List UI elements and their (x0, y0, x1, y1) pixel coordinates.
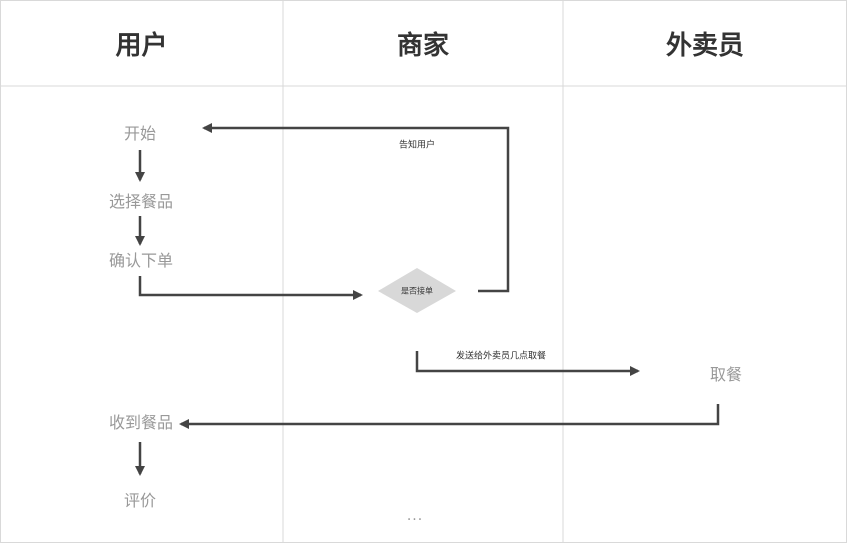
step-start: 开始 (123, 124, 157, 143)
step-pickup: 取餐 (709, 365, 743, 384)
lane-header-user: 用户 (115, 30, 168, 61)
edge-label-send-courier: 发送给外卖员几点取餐 (455, 351, 547, 362)
continuation-ellipsis: ... (406, 508, 424, 524)
step-confirm: 确认下单 (108, 251, 174, 270)
edge-label-notify-user: 告知用户 (398, 140, 436, 151)
arrow-send-courier-to-pickup (415, 351, 640, 376)
decision-diamond (378, 268, 456, 313)
lane-header-courier: 外卖员 (665, 30, 744, 61)
arrow-decision-notify-user (202, 123, 510, 293)
arrow-confirm-to-decision (138, 276, 363, 300)
lane-header-merchant: 商家 (396, 30, 449, 61)
step-receive: 收到餐品 (108, 413, 174, 432)
step-choose: 选择餐品 (108, 192, 174, 211)
decision-label: 是否接单 (401, 286, 433, 296)
step-review: 评价 (123, 491, 157, 510)
arrow-pickup-to-receive (179, 404, 720, 429)
